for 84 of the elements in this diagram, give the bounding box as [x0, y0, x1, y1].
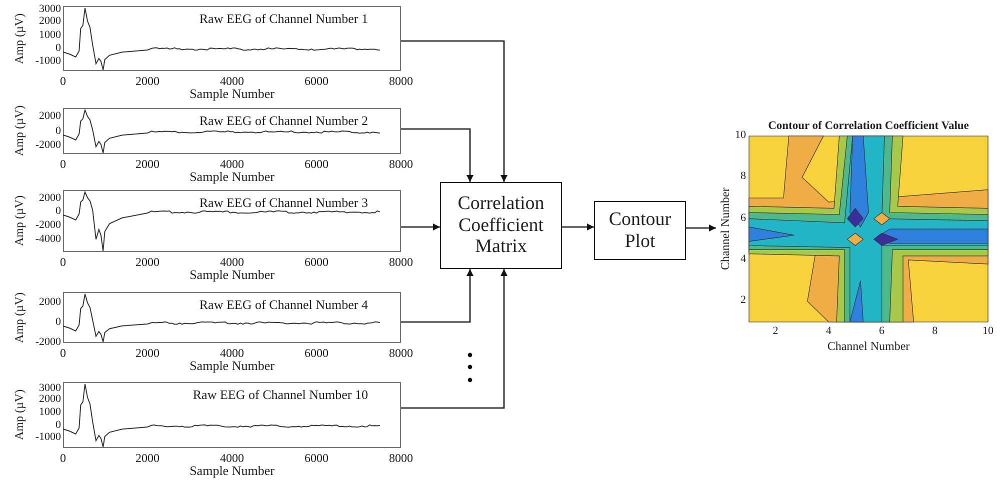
tick-label: 6000 [304, 74, 330, 89]
arrow [401, 128, 474, 182]
tick-label: 0 [56, 419, 61, 431]
tick-label: 8000 [388, 346, 414, 361]
tick-label: 4 [824, 325, 832, 337]
tick-label: 0 [56, 316, 61, 328]
tick-label: 2 [740, 294, 746, 306]
axis-label: Amp (µV) [12, 104, 27, 158]
arrow [401, 40, 508, 182]
plot-title: Raw EEG of Channel Number 1 [199, 11, 368, 27]
tick-label: 6000 [304, 255, 330, 270]
tick-label: 6 [878, 325, 886, 337]
tick-label: 2000 [39, 393, 61, 405]
tick-label: 2000 [134, 157, 160, 172]
plot-title: Raw EEG of Channel Number 4 [199, 297, 368, 313]
tick-label: 4000 [219, 451, 245, 466]
tick-label: 10 [735, 129, 746, 141]
process-box [594, 201, 686, 260]
axis-label: Amp (µV) [12, 194, 27, 248]
plot-title: Raw EEG of Channel Number 10 [192, 387, 368, 403]
tick-label: 2 [772, 325, 780, 337]
tick-label: 8000 [388, 255, 414, 270]
plot-title: Raw EEG of Channel Number 2 [199, 113, 368, 129]
tick-label: 2000 [39, 296, 61, 308]
axis-label: Channel Number [718, 186, 733, 272]
tick-label: 8 [931, 325, 939, 337]
tick-label: 4000 [219, 346, 245, 361]
tick-label: 8000 [388, 451, 414, 466]
tick-label: 2000 [134, 74, 160, 89]
arrow [562, 224, 594, 230]
arrow [401, 224, 440, 230]
axis-label: Sample Number [188, 267, 276, 283]
plot-title: Raw EEG of Channel Number 3 [199, 195, 368, 211]
tick-label: -2000 [35, 139, 61, 151]
axis-label: Amp (µV) [12, 388, 27, 442]
arrow [401, 269, 474, 323]
axis-label: Channel Number [826, 339, 911, 354]
tick-label: 1000 [39, 29, 61, 41]
axis-label: Sample Number [188, 169, 276, 185]
tick-label: 2000 [134, 255, 160, 270]
plot-title: Contour of Correlation Coefficient Value [767, 120, 970, 132]
axis-label: Sample Number [188, 358, 276, 374]
tick-label: 0 [56, 125, 61, 137]
tick-label: 4000 [219, 74, 245, 89]
tick-label: 4000 [219, 157, 245, 172]
axis-label: Amp (µV) [12, 291, 27, 345]
tick-label: 0 [59, 451, 67, 466]
axis-label: Amp (µV) [12, 12, 27, 66]
tick-label: 2000 [39, 110, 61, 122]
tick-label: -1000 [35, 431, 61, 443]
tick-label: 2000 [39, 15, 61, 27]
tick-label: -4000 [35, 233, 61, 245]
tick-label: 8000 [388, 74, 414, 89]
tick-label: 0 [59, 255, 67, 270]
tick-label: -2000 [35, 336, 61, 348]
tick-label: -1000 [35, 55, 61, 67]
tick-label: 0 [59, 157, 67, 172]
arrow [686, 224, 716, 232]
box-label: Correlation Coefficient Matrix [456, 192, 546, 258]
tick-label: 2000 [39, 192, 61, 204]
tick-label: 0 [56, 42, 61, 54]
box-label: Contour Plot [608, 208, 672, 252]
tick-label: 10 [982, 325, 994, 337]
arrow [401, 269, 508, 409]
tick-label: -2000 [35, 219, 61, 231]
tick-label: 6 [740, 212, 746, 224]
tick-label: 4 [740, 253, 746, 265]
tick-label: 3000 [39, 3, 61, 15]
tick-label: 0 [59, 74, 67, 89]
tick-label: 6000 [304, 451, 330, 466]
tick-label: 8000 [388, 157, 414, 172]
axis-label: Sample Number [188, 463, 276, 479]
tick-label: 8 [740, 170, 746, 182]
tick-label: 1000 [39, 406, 61, 418]
tick-label: 2000 [134, 346, 160, 361]
tick-label: 0 [56, 205, 61, 217]
tick-label: 6000 [304, 157, 330, 172]
tick-label: 2000 [134, 451, 160, 466]
tick-label: 4000 [219, 255, 245, 270]
tick-label: 0 [59, 346, 67, 361]
axis-label: Sample Number [188, 86, 276, 102]
tick-label: 3000 [39, 382, 61, 394]
tick-label: 6000 [304, 346, 330, 361]
process-box [440, 182, 562, 269]
